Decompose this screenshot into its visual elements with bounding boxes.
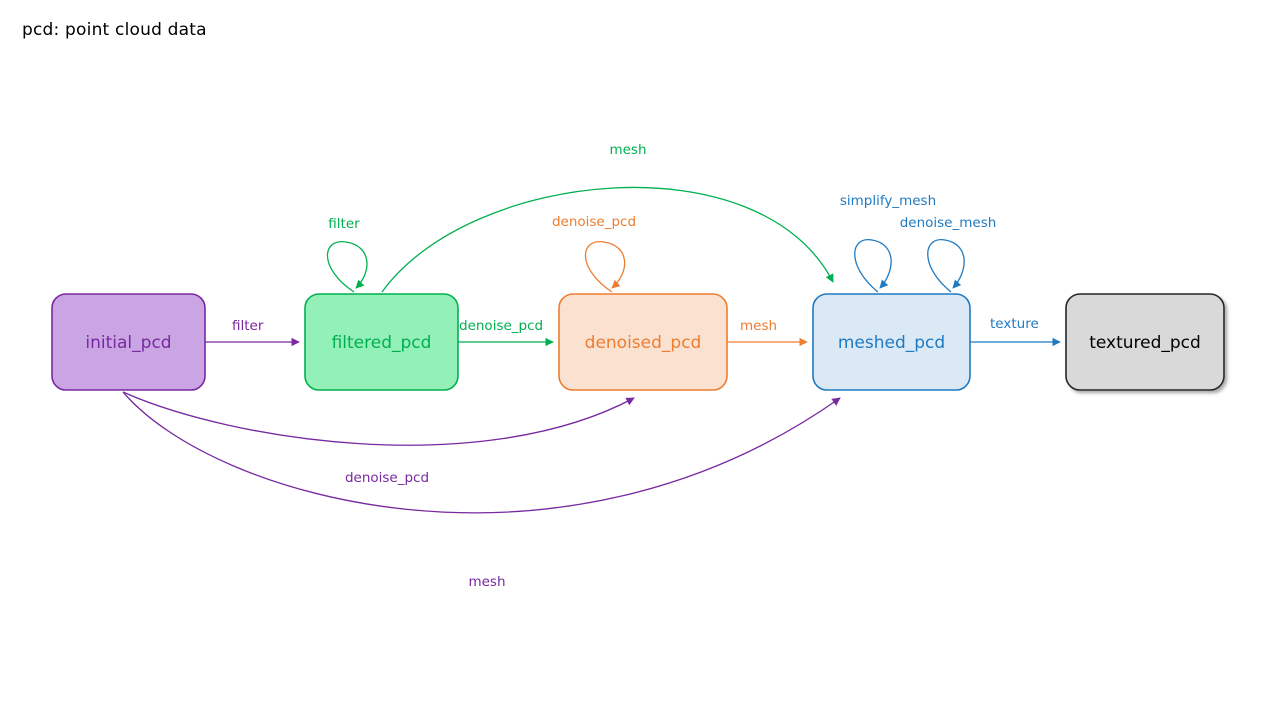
edge-label-initial-to-meshed-arc: mesh (468, 574, 505, 590)
self-loop-filter[interactable]: filter (326, 216, 368, 293)
node-filtered-pcd[interactable]: filtered_pcd (304, 293, 459, 391)
edge-label-denoised-to-meshed: mesh (740, 318, 777, 334)
edge-initial-to-denoised-arc[interactable]: denoise_pcd (122, 391, 635, 486)
edge-denoised-to-meshed[interactable]: mesh (727, 318, 808, 347)
node-box-filtered-pcd (304, 293, 459, 391)
node-label-denoised-pcd: denoised_pcd (585, 333, 702, 353)
edge-label-initial-to-filtered: filter (232, 318, 264, 334)
node-box-meshed-pcd (812, 293, 971, 391)
edge-path-initial-to-meshed (122, 391, 841, 514)
edge-meshed-to-textured[interactable]: texture (970, 316, 1061, 347)
node-initial-pcd[interactable]: initial_pcd (51, 293, 206, 391)
self-loop-denoise-mesh[interactable]: denoise_mesh (900, 215, 997, 293)
edge-filtered-to-denoised[interactable]: denoise_pcd (458, 318, 554, 347)
node-label-filtered-pcd: filtered_pcd (332, 333, 432, 353)
node-label-initial-pcd: initial_pcd (85, 333, 171, 353)
edge-label-meshed-to-textured: texture (990, 316, 1039, 332)
node-denoised-pcd[interactable]: denoised_pcd (558, 293, 728, 391)
loop-path-simplify-mesh (854, 239, 892, 293)
node-label-meshed-pcd: meshed_pcd (838, 333, 945, 353)
self-loop-denoise-pcd[interactable]: denoise_pcd (552, 214, 636, 293)
node-box-textured-pcd (1065, 293, 1225, 391)
diagram-caption: pcd: point cloud data (22, 20, 207, 40)
loop-path-denoise-mesh (927, 239, 965, 293)
node-box-initial-pcd (51, 293, 206, 391)
edge-label-filtered-to-denoised: denoise_pcd (459, 318, 543, 334)
edge-initial-to-filtered[interactable]: filter (205, 318, 300, 347)
loop-path-filter (326, 241, 368, 293)
edge-initial-to-meshed-arc[interactable]: mesh (122, 391, 841, 590)
edge-label-initial-to-denoised-arc: denoise_pcd (345, 470, 429, 486)
node-textured-pcd[interactable]: textured_pcd (1065, 293, 1225, 391)
self-loop-label-filter: filter (328, 216, 360, 232)
self-loop-label-denoise-pcd: denoise_pcd (552, 214, 636, 230)
self-loop-label-simplify-mesh: simplify_mesh (840, 193, 936, 209)
edge-label-filtered-to-meshed-arc: mesh (609, 142, 646, 158)
edge-filtered-to-meshed-arc[interactable]: mesh (381, 142, 834, 293)
edge-path-initial-to-denoised (122, 391, 635, 446)
self-loop-simplify-mesh[interactable]: simplify_mesh (840, 193, 936, 293)
loop-path-denoise-pcd (584, 241, 626, 293)
node-box-denoised-pcd (558, 293, 728, 391)
self-loop-label-denoise-mesh: denoise_mesh (900, 215, 997, 231)
node-label-textured-pcd: textured_pcd (1089, 333, 1201, 353)
node-meshed-pcd[interactable]: meshed_pcd (812, 293, 971, 391)
edge-path-filtered-to-meshed (381, 186, 834, 293)
